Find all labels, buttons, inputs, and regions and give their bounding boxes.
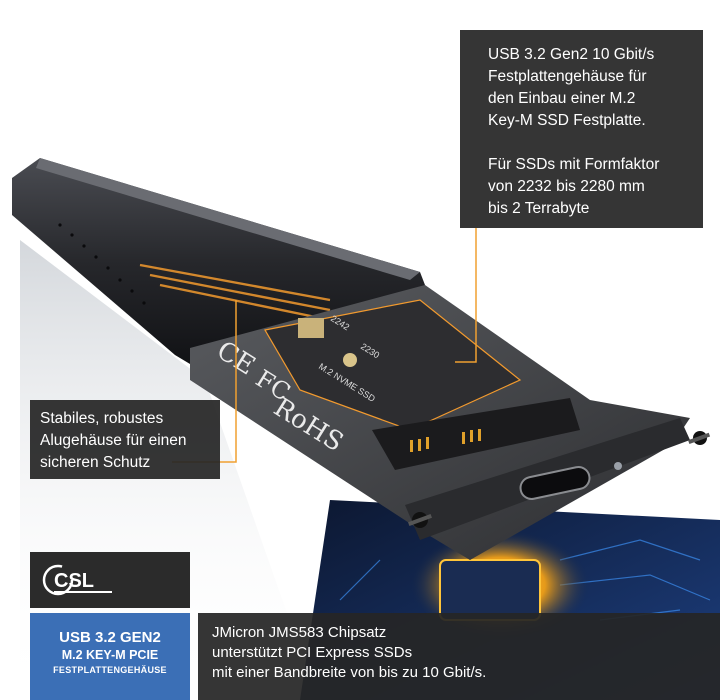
callout-usb-enclosure: USB 3.2 Gen2 10 Gbit/s Festplattengehäus… [460,30,703,228]
leader-line-usb [455,228,477,363]
callout-housing-line: sicheren Schutz [40,454,151,471]
callout-housing-line: Alugehäuse für einen [40,432,187,449]
callout-usb-line: Festplattengehäuse für [488,68,647,85]
pcb-screw [343,353,357,367]
callout-chipset: JMicron JMS583 Chipsatz unterstützt PCI … [198,613,720,700]
badge-line-2: M.2 KEY-M PCIE [61,648,159,662]
connector-pins [410,429,481,452]
callout-chipset-line: unterstützt PCI Express SSDs [212,644,413,661]
callout-usb-line: von 2232 bis 2280 mm [488,178,645,195]
callout-chipset-line: JMicron JMS583 Chipsatz [212,624,387,641]
callout-usb-line: den Einbau einer M.2 [488,90,636,107]
usb-c-port [519,466,591,500]
callout-usb-paragraph-2: Für SSDs mit Formfaktor von 2232 bis 228… [488,154,689,220]
callout-usb-paragraph-1: USB 3.2 Gen2 10 Gbit/s Festplattengehäus… [488,44,689,132]
led-indicator [614,462,622,470]
callout-usb-line: USB 3.2 Gen2 10 Gbit/s [488,46,655,63]
callout-usb-line: Für SSDs mit Formfaktor [488,156,660,173]
badge-line-1: USB 3.2 GEN2 [59,629,161,646]
callout-housing: Stabiles, robustes Alugehäuse für einen … [30,400,220,479]
enclosure-top-highlight [36,158,420,280]
csl-logo-text: CSL [54,570,94,592]
screw-right [688,431,711,445]
product-badge: USB 3.2 GEN2 M.2 KEY-M PCIE FESTPLATTENG… [30,613,190,700]
callout-usb-line: bis 2 Terrabyte [488,200,590,217]
m2-connector [372,398,580,470]
brand-logo-box: CSL [30,552,190,608]
callout-usb-line: Key-M SSD Festplatte. [488,112,646,129]
screw-left [408,512,432,528]
chip-icon [439,559,541,621]
callout-chipset-line: mit einer Bandbreite von bis zu 10 Gbit/… [212,664,487,681]
pcb-mount-hole [298,318,324,338]
enclosure-vents [58,223,146,305]
pcb-board [264,299,522,431]
csl-logo: CSL [42,564,112,596]
badge-line-3: FESTPLATTENGEHÄUSE [53,665,167,675]
enclosure-orange-lines [139,263,331,322]
callout-housing-line: Stabiles, robustes [40,410,164,427]
